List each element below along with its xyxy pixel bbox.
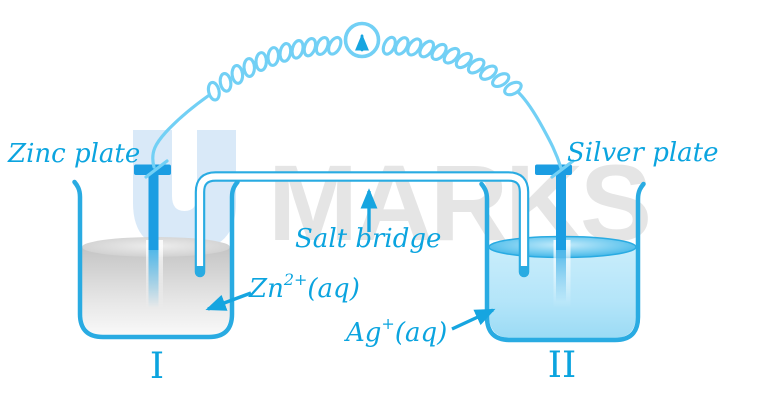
zn-ion-base: Zn <box>248 274 284 304</box>
zn-ion-suffix: (aq) <box>307 274 359 304</box>
zinc-plate-top <box>134 164 171 175</box>
coil-loop <box>327 35 343 56</box>
salt-bridge-label: Salt bridge <box>295 224 441 254</box>
beaker-1-glass <box>72 179 240 340</box>
right-wire <box>517 91 563 170</box>
coil-loop <box>503 80 523 97</box>
ag-ion-superscript: + <box>381 314 394 333</box>
zinc-plate-label: Zinc plate <box>7 139 140 169</box>
coil-loop <box>381 35 397 56</box>
coil-loop <box>314 35 330 56</box>
coil-loop <box>254 51 268 72</box>
left-wire-tie <box>144 159 169 179</box>
coil-loop <box>491 72 511 89</box>
zn-ion-arrow-icon <box>205 291 252 311</box>
coil-loop <box>406 37 423 57</box>
coil-loop <box>442 46 461 65</box>
zn-ion-superscript: 2+ <box>283 270 308 289</box>
coil-loop <box>290 39 305 60</box>
coil-loop <box>266 46 281 67</box>
silver-bar <box>556 170 566 250</box>
coil-loop <box>393 36 410 56</box>
left-wire <box>151 94 210 169</box>
coil-loop <box>278 42 293 63</box>
labels: Zinc plate Silver plate Salt bridge Zn2+… <box>7 138 719 387</box>
silver-plate-label: Silver plate <box>567 138 719 168</box>
zinc-bar-submerged <box>148 250 159 308</box>
beaker-2-glass <box>479 181 646 343</box>
ag-ion-suffix: (aq) <box>395 318 447 348</box>
salt-bridge-inner <box>196 173 528 266</box>
right-wire-tie <box>550 159 575 179</box>
beaker-2-numeral: II <box>548 345 576 386</box>
zinc-bar <box>148 170 159 250</box>
beaker-1-numeral: I <box>150 346 164 387</box>
right-coil <box>381 35 523 97</box>
circuit <box>144 21 575 179</box>
coil-loop <box>218 71 233 93</box>
coil-loop <box>206 80 221 102</box>
coil-loop <box>418 39 436 59</box>
coil-loop <box>466 57 486 75</box>
coil-loop <box>430 42 448 62</box>
electrodes <box>134 164 572 310</box>
coil-loop <box>454 51 473 70</box>
ag-ion-base: Ag <box>344 318 381 348</box>
coil-loop <box>242 57 256 78</box>
zn-ion-label: Zn2+(aq) <box>248 270 360 304</box>
annotation-arrows <box>205 188 496 331</box>
salt-bridge-tube <box>194 171 530 278</box>
zinc-electrode <box>134 164 171 310</box>
silver-electrode <box>535 164 572 308</box>
coil-loop <box>478 64 498 81</box>
silver-bar-submerged <box>556 250 566 302</box>
ag-ion-label: Ag+(aq) <box>344 314 447 348</box>
watermark-logo-u <box>133 130 236 250</box>
left-coil <box>206 35 343 102</box>
coil-loop <box>230 64 245 85</box>
ag-ion-arrow-icon <box>451 308 496 331</box>
